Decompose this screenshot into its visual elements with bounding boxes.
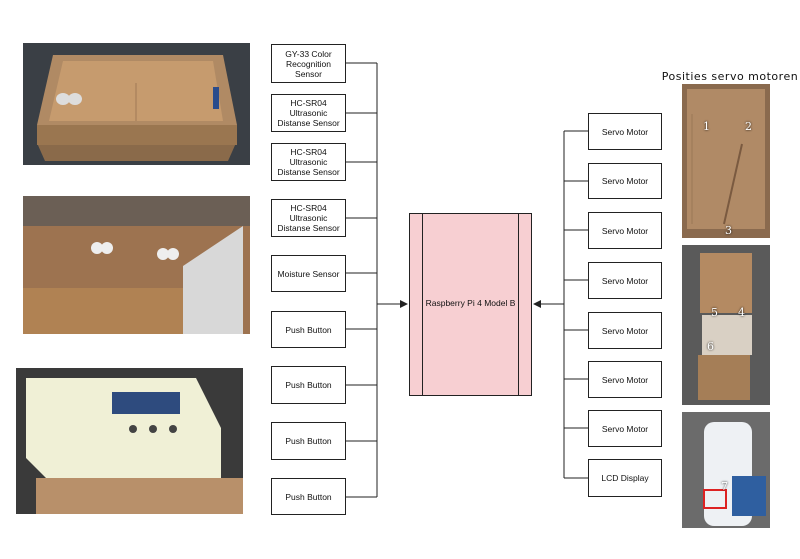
servo-number-6: 6 [707,340,714,353]
input-node-moisture-sensor: Moisture Sensor [271,255,346,292]
output-node-servo-motor: Servo Motor [588,312,662,349]
input-node-ultrasonic-sensor: HC-SR04 Ultrasonic Distanse Sensor [271,94,346,132]
servo-number-7: 7 [721,480,728,493]
servo-positions-title: Posities servo motoren [661,70,799,83]
input-node-push-button: Push Button [271,422,346,460]
photo-servo-bottle [682,412,770,528]
photo-box-inside-sensors [23,196,250,334]
output-node-servo-motor: Servo Motor [588,113,662,150]
servo-number-2: 2 [745,120,752,133]
photo-lcd-panel [16,368,243,514]
output-node-servo-motor: Servo Motor [588,361,662,398]
input-node-ultrasonic-sensor: HC-SR04 Ultrasonic Distanse Sensor [271,143,346,181]
photo-servo-front [682,245,770,405]
input-node-push-button: Push Button [271,366,346,404]
input-node-ultrasonic-sensor: HC-SR04 Ultrasonic Distanse Sensor [271,199,346,237]
output-node-lcd-display: LCD Display [588,459,662,497]
output-node-servo-motor: Servo Motor [588,163,662,199]
controller-node-raspberry-pi: Raspberry Pi 4 Model B [409,213,532,396]
servo-number-3: 3 [725,224,732,237]
photo-box-top-view [23,43,250,165]
photo-servo-top [682,84,770,238]
output-node-servo-motor: Servo Motor [588,262,662,299]
controller-right-bar [518,214,519,395]
output-node-servo-motor: Servo Motor [588,212,662,249]
controller-label: Raspberry Pi 4 Model B [425,298,516,308]
output-node-servo-motor: Servo Motor [588,410,662,447]
input-node-push-button: Push Button [271,478,346,515]
servo-number-1: 1 [703,120,710,133]
controller-left-bar [422,214,423,395]
servo-number-5: 5 [711,306,718,319]
input-node-push-button: Push Button [271,311,346,348]
servo-number-4: 4 [738,306,745,319]
input-node-color-sensor: GY-33 Color Recognition Sensor [271,44,346,83]
